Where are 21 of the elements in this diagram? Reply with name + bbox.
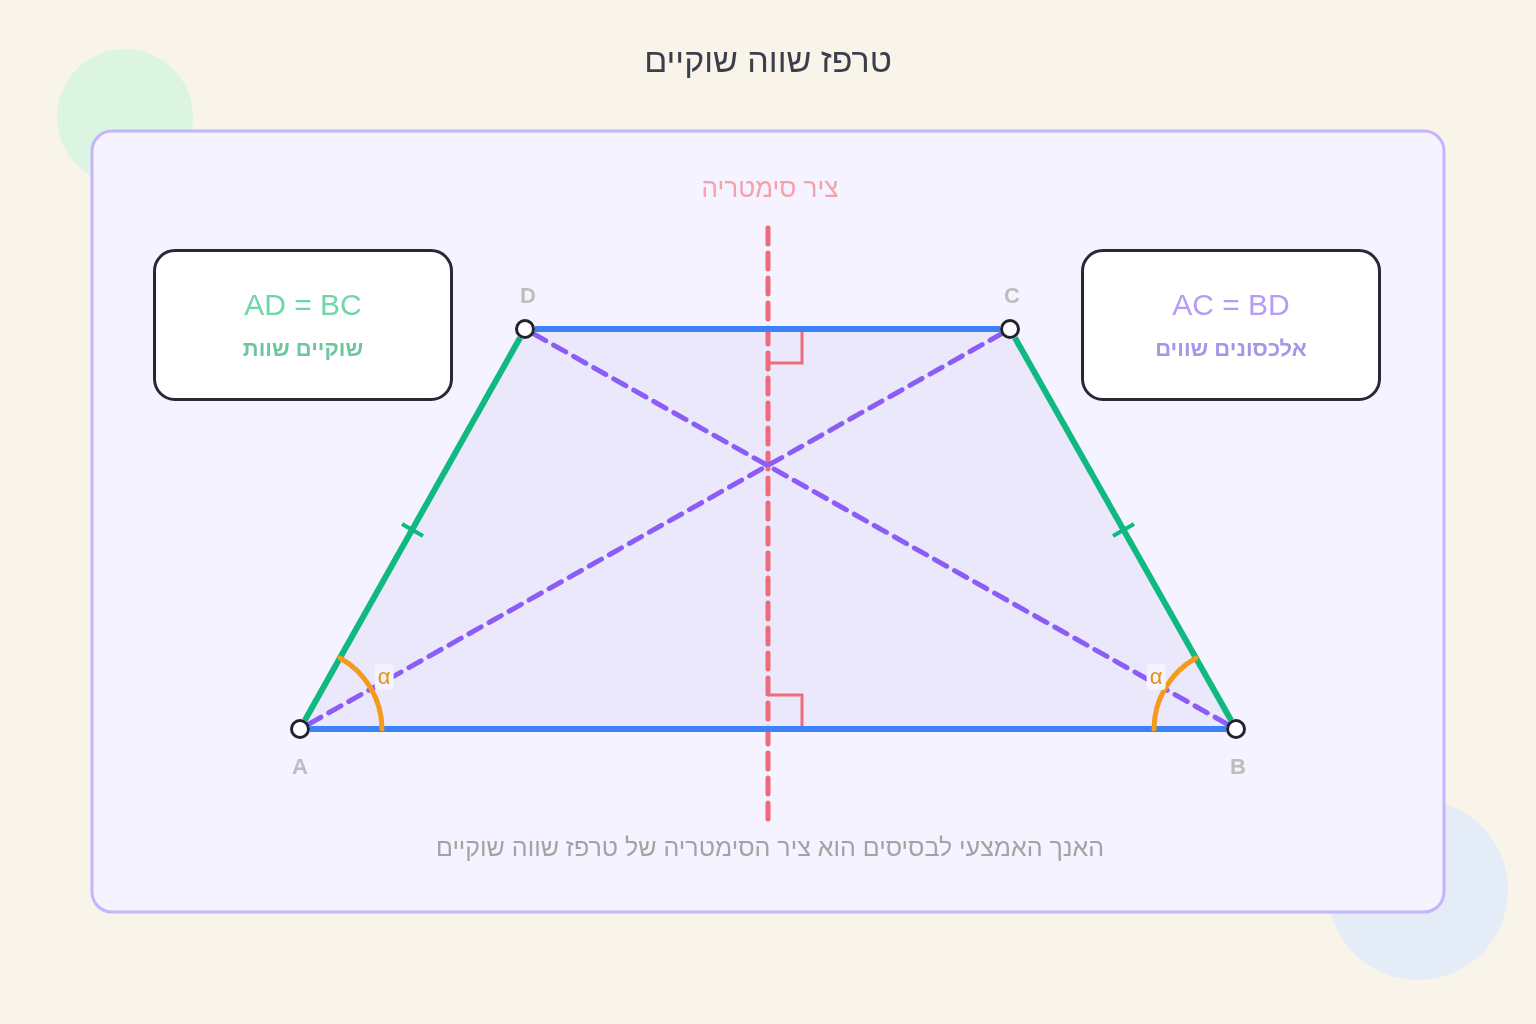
info-card bbox=[1081, 249, 1381, 401]
vertex-label: A bbox=[292, 754, 308, 780]
angle-label: α bbox=[1146, 664, 1166, 690]
diagonal-line bbox=[306, 331, 1004, 727]
description-text: שוקיים שוות bbox=[242, 336, 364, 362]
equation-text: AD = BC bbox=[244, 288, 362, 322]
vertex-label: C bbox=[1004, 283, 1020, 309]
info-card bbox=[153, 249, 453, 401]
side-line bbox=[310, 726, 1226, 732]
vertex-label: D bbox=[520, 283, 536, 309]
title: טרפז שווה שוקיים bbox=[644, 40, 892, 80]
side-line bbox=[1012, 336, 1234, 722]
equation-text: AC = BD bbox=[1172, 288, 1290, 322]
side-line bbox=[535, 326, 1000, 332]
diagonal-line bbox=[531, 331, 1230, 727]
side-line bbox=[302, 336, 523, 722]
vertex-label: B bbox=[1230, 754, 1246, 780]
axis-label: ציר סימטריה bbox=[701, 172, 839, 204]
caption: האנך האמצעי לבסיסים הוא ציר הסימטריה של טרפז שווה שוקיים bbox=[435, 832, 1105, 862]
description-text: אלכסונים שווים bbox=[1155, 336, 1307, 362]
angle-label: α bbox=[374, 664, 394, 690]
